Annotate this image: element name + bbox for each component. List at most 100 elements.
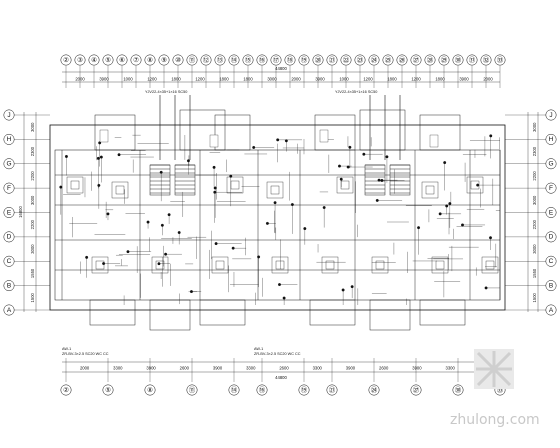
- outlet-symbol: [164, 252, 168, 256]
- top-axis-bubble: [480, 54, 492, 66]
- bottom-axis-label: ㉝: [497, 386, 504, 394]
- outlet-symbol: [265, 221, 269, 225]
- left-axis-bubble: [3, 255, 15, 267]
- watermark-logo-icon: [474, 349, 514, 389]
- top-axis-bubble: [116, 54, 128, 66]
- bottom-dim-label: 3300: [113, 366, 123, 371]
- bottom-axis-label: ⑤: [105, 386, 111, 394]
- panel-symbol: [209, 134, 219, 148]
- fixture-core: [70, 180, 80, 190]
- bay-projection: [214, 114, 251, 151]
- left-axis-label: C: [7, 258, 12, 265]
- left-axis-bubble: [3, 158, 15, 170]
- left-axis-label: D: [7, 234, 12, 241]
- outlet-symbol: [213, 190, 217, 194]
- top-dim-label: 1800: [219, 77, 229, 82]
- fixture-core: [325, 260, 335, 270]
- top-axis-label: ㉜: [483, 56, 490, 64]
- top-axis-label: ⑧: [147, 56, 153, 64]
- right-dim-label: 2200: [532, 171, 537, 181]
- fixture-symbol: [336, 176, 354, 194]
- outlet-symbol: [252, 145, 256, 149]
- bottom-axis-bubble: [452, 384, 464, 396]
- bay-projection: [94, 114, 136, 151]
- bottom-axis-bubble: [102, 384, 114, 396]
- bottom-axis-bubble: [368, 384, 380, 396]
- outlet-symbol: [489, 134, 493, 138]
- top-axis-label: ③: [77, 56, 83, 64]
- fixture-symbol: [266, 181, 284, 199]
- top-axis-bubble: [466, 54, 478, 66]
- outlet-symbol: [64, 154, 68, 158]
- bottom-axis-bubble: [298, 384, 310, 396]
- bottom-axis-bubble: [144, 384, 156, 396]
- bottom-axis-label: ㉔: [371, 386, 378, 394]
- bottom-axis-label: ㉗: [413, 386, 420, 394]
- top-axis-bubble: [172, 54, 184, 66]
- outlet-symbol: [322, 206, 326, 209]
- top-dim-label: 1800: [171, 77, 181, 82]
- right-axis-label: E: [549, 209, 554, 216]
- bay-projection: [199, 299, 246, 326]
- outlet-symbol: [257, 255, 261, 259]
- left-axis-label: F: [7, 185, 11, 192]
- right-axis-label: B: [549, 282, 553, 289]
- top-axis-bubble: [214, 54, 226, 66]
- top-axis-bubble: [494, 54, 506, 66]
- stair-outline: [174, 164, 196, 196]
- top-axis-label: ㉝: [497, 56, 504, 64]
- right-dim-label: 3000: [532, 195, 537, 205]
- bay-projection: [149, 299, 191, 331]
- left-axis-bubble: [3, 182, 15, 194]
- top-axis-bubble: [284, 54, 296, 66]
- outlet-symbol: [106, 212, 110, 216]
- fixture-symbol: [151, 256, 169, 274]
- left-axis-bubble: [3, 133, 15, 145]
- outlet-symbol: [157, 262, 161, 266]
- fixture-symbol: [321, 256, 339, 274]
- outlet-symbol: [284, 139, 288, 143]
- bottom-axis-label: ㉑: [329, 386, 336, 394]
- fixture-box: [481, 256, 499, 274]
- outlet-symbol: [177, 231, 181, 234]
- top-axis-bubble: [256, 54, 268, 66]
- top-axis-label: ㉙: [441, 56, 448, 64]
- fixture-symbol: [421, 181, 439, 199]
- right-dim-label: 1500: [532, 292, 537, 302]
- stair-outline: [149, 164, 171, 196]
- top-axis-label: ⑳: [315, 56, 322, 64]
- bay-projection: [369, 299, 411, 331]
- top-axis-label: ㉚: [455, 56, 462, 64]
- outlet-symbol: [448, 202, 452, 206]
- right-axis-label: J: [549, 112, 552, 119]
- right-axis-bubble: [545, 109, 557, 121]
- cable-sub-note-left: ZR-BV-3×2.5 SC20 WC CC: [62, 352, 109, 356]
- top-axis-bubble: [312, 54, 324, 66]
- bottom-dim-label: 3900: [213, 366, 223, 371]
- left-dim-label: 2200: [30, 171, 35, 181]
- outlet-symbol: [438, 212, 442, 216]
- dimension-lines: [23, 71, 539, 373]
- fixture-box: [431, 256, 449, 274]
- top-axis-label: ⑮: [245, 56, 252, 64]
- top-axis-bubble: [368, 54, 380, 66]
- right-axis-bubble: [545, 304, 557, 316]
- top-dim-label: 1000: [339, 77, 349, 82]
- right-axis-label: A: [549, 307, 554, 314]
- outlet-symbol: [186, 159, 190, 163]
- bottom-dim-label: 2600: [180, 366, 190, 371]
- bay-projection: [359, 109, 406, 151]
- fixture-core: [95, 260, 105, 270]
- fixture-core: [340, 180, 350, 190]
- outlet-symbol: [212, 165, 216, 169]
- bay-projection: [309, 299, 356, 326]
- bottom-total-dim: 44800: [275, 375, 287, 380]
- fixture-box: [321, 256, 339, 274]
- top-axis-label: ④: [91, 56, 97, 64]
- top-dim-label: 1800: [243, 77, 253, 82]
- outlet-symbol: [341, 288, 345, 292]
- fixture-symbol: [481, 256, 499, 274]
